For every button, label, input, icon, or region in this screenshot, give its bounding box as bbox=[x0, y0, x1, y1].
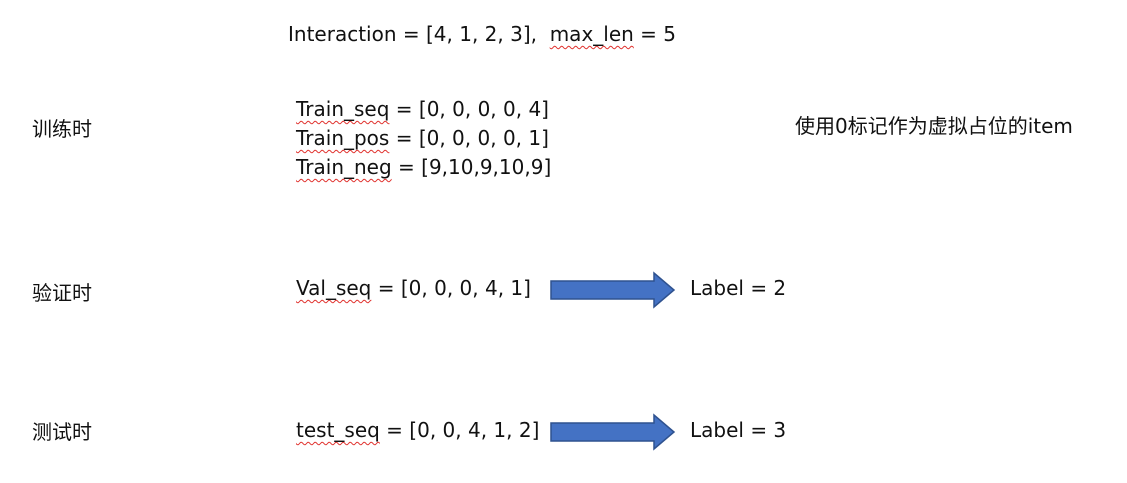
test-arrow-icon bbox=[550, 413, 676, 451]
train-neg-value: = [9,10,9,10,9] bbox=[391, 155, 552, 179]
test-seq-line: test_seq = [0, 0, 4, 1, 2] bbox=[296, 418, 539, 442]
train-pos-line: Train_pos = [0, 0, 0, 0, 1] bbox=[296, 126, 549, 150]
val-label: 验证时 bbox=[32, 281, 92, 305]
test-label-result: Label = 3 bbox=[690, 418, 787, 442]
test-label: 测试时 bbox=[32, 420, 92, 444]
test-seq-value: = [0, 0, 4, 1, 2] bbox=[379, 418, 540, 442]
val-seq-name: Val_seq bbox=[296, 276, 372, 300]
interaction-suffix: = 5 bbox=[633, 22, 677, 46]
placeholder-note: 使用0标记作为虚拟占位的item bbox=[795, 114, 1073, 138]
val-label-result: Label = 2 bbox=[690, 276, 787, 300]
train-neg-line: Train_neg = [9,10,9,10,9] bbox=[296, 155, 551, 179]
interaction-line: Interaction = [4, 1, 2, 3], max_len = 5 bbox=[288, 22, 676, 46]
train-seq-line: Train_seq = [0, 0, 0, 0, 4] bbox=[296, 97, 549, 121]
interaction-prefix: Interaction = [4, 1, 2, 3], bbox=[288, 22, 550, 46]
val-seq-value: = [0, 0, 0, 4, 1] bbox=[371, 276, 531, 300]
val-seq-line: Val_seq = [0, 0, 0, 4, 1] bbox=[296, 276, 531, 300]
train-seq-value: = [0, 0, 0, 0, 4] bbox=[389, 97, 549, 121]
train-seq-name: Train_seq bbox=[296, 97, 390, 121]
val-arrow-icon bbox=[550, 271, 676, 309]
max-len-name: max_len bbox=[549, 22, 634, 46]
train-neg-name: Train_neg bbox=[296, 155, 392, 179]
test-seq-name: test_seq bbox=[296, 418, 380, 442]
train-label: 训练时 bbox=[32, 117, 92, 141]
train-pos-name: Train_pos bbox=[296, 126, 390, 150]
train-pos-value: = [0, 0, 0, 0, 1] bbox=[389, 126, 549, 150]
